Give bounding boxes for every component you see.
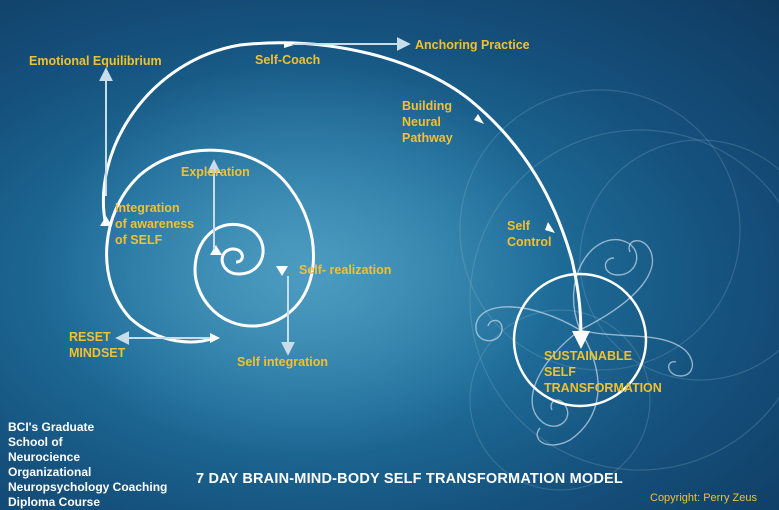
background-glow [40, 60, 560, 460]
outer-spiral [101, 41, 590, 349]
label-exploration: Exploration [181, 165, 250, 179]
organization-credit: BCI's Graduate School of Neurocience Org… [8, 420, 168, 509]
label-self-control: Self Control [507, 219, 552, 249]
label-integration-of-awareness: Integration of awareness of SELF [115, 201, 195, 247]
copyright-notice: Copyright: Perry Zeus [650, 492, 757, 504]
label-sustainable-self-transformation: SUSTAINABLE SELF TRANSFORMATION [544, 349, 662, 395]
branch-arrows [99, 37, 411, 356]
label-reset-mindset: RESET MINDSET [69, 330, 126, 360]
spiral-arrowheads [100, 43, 555, 343]
label-building-neural-pathway: Building Neural Pathway [402, 99, 453, 145]
label-self-realization: Self- realization [299, 263, 392, 277]
transformation-circle [512, 272, 648, 408]
label-anchoring-practice: Anchoring Practice [415, 38, 530, 52]
label-self-coach: Self-Coach [255, 53, 321, 67]
label-emotional-equilibrium: Emotional Equilibrium [29, 54, 162, 68]
label-self-integration: Self integration [237, 355, 328, 369]
background-rings [459, 89, 779, 491]
diagram-title: 7 DAY BRAIN-MIND-BODY SELF TRANSFORMATIO… [196, 471, 623, 487]
main-spiral [105, 148, 315, 344]
